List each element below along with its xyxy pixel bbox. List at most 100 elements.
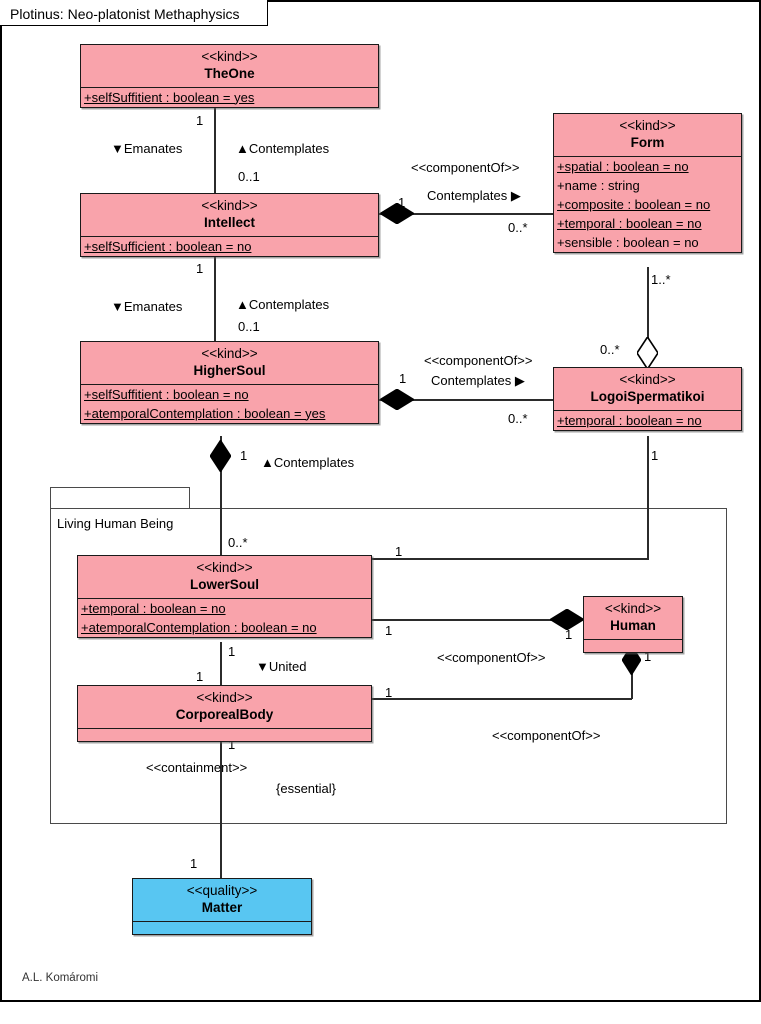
class-lowersoul[interactable]: <<kind>> LowerSoul +temporal : boolean =… xyxy=(77,555,372,638)
stereotype-componentof-intellect-form: <<componentOf>> xyxy=(411,160,520,175)
connector-logoi-lowersoul-vertical xyxy=(647,436,649,559)
package-living-human-being xyxy=(50,508,727,824)
connector-corporeal-human-horizontal xyxy=(372,698,632,700)
connector-intellect-highersoul xyxy=(214,255,216,343)
class-lowersoul-header: <<kind>> LowerSoul xyxy=(78,556,371,598)
attribute: +temporal : boolean = no xyxy=(557,215,702,231)
mult-highersoul-lowersoul-source: 1 xyxy=(240,448,248,463)
class-corporealbody-name: CorporealBody xyxy=(175,707,274,723)
label-contemplates-highersoul-logoi: Contemplates ▶ xyxy=(431,373,525,388)
connector-lowersoul-human xyxy=(372,619,569,621)
attribute: +selfSuffitient : boolean = no xyxy=(84,386,249,402)
stereotype-containment: <<containment>> xyxy=(146,760,248,775)
composition-diamond-lowersoul-human xyxy=(550,609,584,630)
class-highersoul[interactable]: <<kind>> HigherSoul +selfSuffitient : bo… xyxy=(80,341,379,424)
mult-corporeal-human-target: 1 xyxy=(644,649,652,664)
mult-lowersoul-corporeal-source: 1 xyxy=(228,644,236,659)
composition-diamond-highersoul-lowersoul xyxy=(210,440,231,472)
connector-lowersoul-corporealbody xyxy=(220,642,222,687)
mult-corporeal-human-source: 1 xyxy=(385,685,393,700)
mult-intellect-highersoul-source: 1 xyxy=(196,261,204,276)
class-theone-name: TheOne xyxy=(204,66,255,82)
class-lowersoul-attributes: +temporal : boolean = no +atemporalConte… xyxy=(78,597,371,637)
class-form-name: Form xyxy=(630,135,665,151)
label-emanates-one-intellect: ▼Emanates xyxy=(111,141,183,156)
connector-logoi-lowersoul-horizontal xyxy=(372,558,649,560)
class-corporealbody[interactable]: <<kind>> CorporealBody xyxy=(77,685,372,742)
mult-highersoul-logoi-target: 0..* xyxy=(508,411,528,426)
class-corporealbody-stereotype: <<kind>> xyxy=(196,690,253,705)
class-human-header: <<kind>> Human xyxy=(584,597,682,639)
package-tab-living-human-being xyxy=(50,487,190,508)
class-form[interactable]: <<kind>> Form +spatial : boolean = no +n… xyxy=(553,113,742,253)
mult-lowersoul-corporeal-target: 1 xyxy=(196,669,204,684)
label-contemplates-intellect-highersoul: ▲Contemplates xyxy=(236,297,330,312)
mult-lowersoul-human-target: 1 xyxy=(565,627,573,642)
frame-bottom-border xyxy=(0,1000,761,1002)
class-matter-header: <<quality>> Matter xyxy=(133,879,311,921)
class-logoispermatikoi-attributes: +temporal : boolean = no xyxy=(554,409,741,430)
connector-intellect-form xyxy=(379,213,555,215)
class-theone[interactable]: <<kind>> TheOne +selfSuffitient : boolea… xyxy=(80,44,379,108)
class-logoispermatikoi[interactable]: <<kind>> LogoiSpermatikoi +temporal : bo… xyxy=(553,367,742,431)
class-theone-header: <<kind>> TheOne xyxy=(81,45,378,87)
class-human-attributes xyxy=(584,638,682,652)
mult-corporeal-matter-source: 1 xyxy=(228,737,236,752)
class-lowersoul-stereotype: <<kind>> xyxy=(196,560,253,575)
class-matter-name: Matter xyxy=(201,900,243,916)
frame-right-border xyxy=(759,0,761,1002)
mult-theone-intellect-target: 0..1 xyxy=(238,169,260,184)
aggregation-diamond-form-logoi xyxy=(637,337,658,369)
attribute: +temporal : boolean = no xyxy=(557,412,702,428)
class-logoispermatikoi-header: <<kind>> LogoiSpermatikoi xyxy=(554,368,741,410)
class-matter-stereotype: <<quality>> xyxy=(186,883,258,898)
attribute: +spatial : boolean = no xyxy=(557,158,689,174)
class-human[interactable]: <<kind>> Human xyxy=(583,596,683,653)
class-logoispermatikoi-name: LogoiSpermatikoi xyxy=(590,389,705,405)
mult-intellect-form-target: 0..* xyxy=(508,220,528,235)
connector-highersoul-logoispermatikoi xyxy=(379,399,555,401)
label-contemplates-highersoul-lowersoul: ▲Contemplates xyxy=(261,455,355,470)
mult-form-logoi-source: 1..* xyxy=(651,272,671,287)
connector-corporeal-human-vertical xyxy=(631,667,633,699)
attribute: +selfSuffitient : boolean = yes xyxy=(84,89,255,105)
composition-diamond-intellect-form xyxy=(380,203,414,224)
mult-logoi-lowersoul-target: 1 xyxy=(395,544,403,559)
stereotype-componentof-lowersoul-human: <<componentOf>> xyxy=(437,650,546,665)
class-theone-stereotype: <<kind>> xyxy=(201,49,258,64)
class-intellect-header: <<kind>> Intellect xyxy=(81,194,378,236)
stereotype-componentof-corporeal-human: <<componentOf>> xyxy=(492,728,601,743)
label-united: ▼United xyxy=(256,659,307,674)
class-human-stereotype: <<kind>> xyxy=(604,601,662,616)
frame-top-border xyxy=(268,0,760,2)
attribute: +atemporalContemplation : boolean = yes xyxy=(84,405,326,421)
mult-highersoul-lowersoul-target: 0..* xyxy=(228,535,248,550)
class-intellect-stereotype: <<kind>> xyxy=(201,198,258,213)
stereotype-componentof-highersoul-logoi: <<componentOf>> xyxy=(424,353,533,368)
attribute: +selfSufficient : boolean = no xyxy=(84,238,252,254)
class-highersoul-name: HigherSoul xyxy=(193,363,266,379)
class-intellect[interactable]: <<kind>> Intellect +selfSufficient : boo… xyxy=(80,193,379,257)
label-emanates-intellect-highersoul: ▼Emanates xyxy=(111,299,183,314)
class-corporealbody-attributes xyxy=(78,727,371,741)
attribute: +composite : boolean = no xyxy=(557,196,711,212)
mult-theone-intellect-source: 1 xyxy=(196,113,204,128)
class-intellect-attributes: +selfSufficient : boolean = no xyxy=(81,235,378,256)
class-intellect-name: Intellect xyxy=(203,215,255,231)
class-theone-attributes: +selfSuffitient : boolean = yes xyxy=(81,86,378,107)
class-logoispermatikoi-stereotype: <<kind>> xyxy=(619,372,676,387)
class-human-name: Human xyxy=(610,618,656,634)
connector-form-logoispermatikoi xyxy=(647,267,649,342)
class-matter-attributes xyxy=(133,920,311,934)
connector-corporealbody-matter xyxy=(220,733,222,881)
class-corporealbody-header: <<kind>> CorporealBody xyxy=(78,686,371,728)
class-matter[interactable]: <<quality>> Matter xyxy=(132,878,312,935)
diagram-title: Plotinus: Neo-platonist Methaphysics xyxy=(10,6,240,22)
class-highersoul-header: <<kind>> HigherSoul xyxy=(81,342,378,384)
mult-lowersoul-human-source: 1 xyxy=(385,623,393,638)
mult-intellect-highersoul-target: 0..1 xyxy=(238,319,260,334)
attribute: +name : string xyxy=(557,177,640,193)
class-form-stereotype: <<kind>> xyxy=(619,118,676,133)
mult-logoi-lowersoul-source: 1 xyxy=(651,448,659,463)
